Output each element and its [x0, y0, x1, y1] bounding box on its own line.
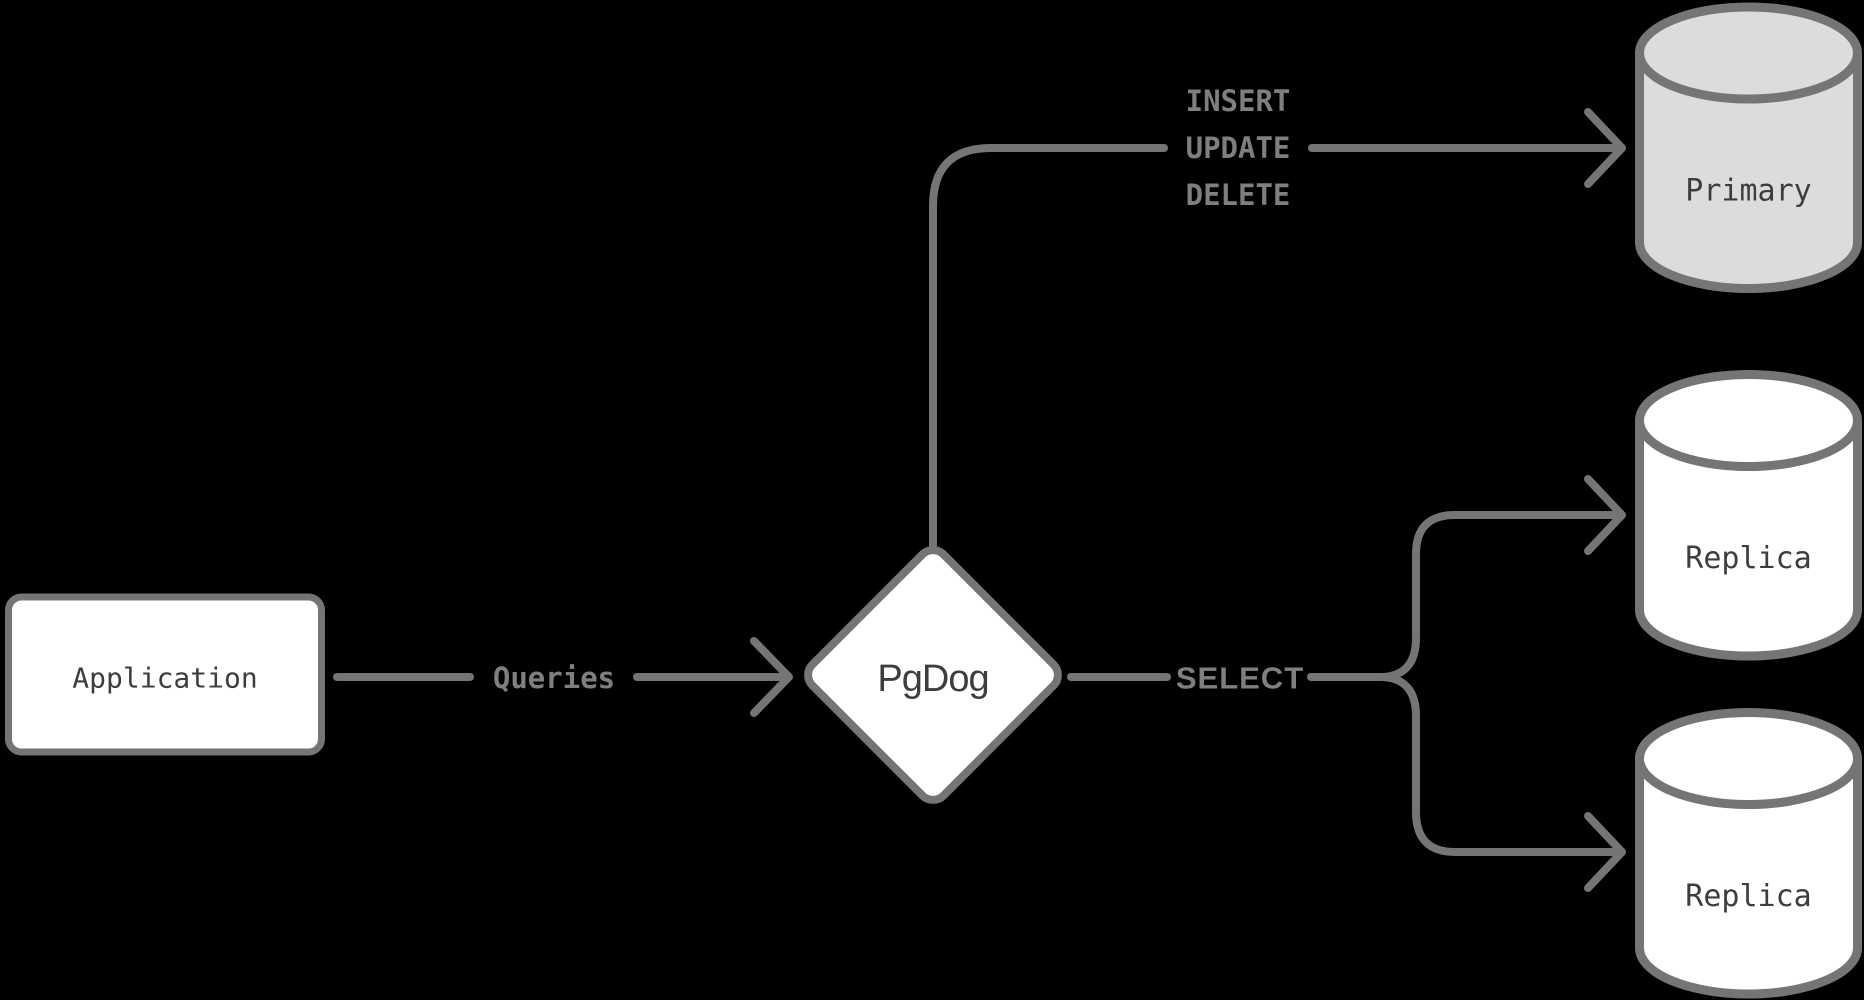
replica-cylinder-rim: [1635, 420, 1862, 471]
arrowhead-icon: [1584, 108, 1626, 188]
replica-top-label: Replica: [1685, 541, 1811, 576]
queries-edge: Queries: [333, 637, 793, 717]
write-edge: INSERT UPDATE DELETE: [929, 84, 1626, 550]
pgdog-label: PgDog: [877, 658, 988, 700]
select-label: SELECT: [1176, 661, 1304, 696]
application-label: Application: [72, 662, 257, 695]
arrowhead-icon: [1584, 475, 1626, 555]
pgdog-node: PgDog: [804, 546, 1062, 804]
replica-cylinder-rim: [1635, 758, 1862, 809]
replica-top-node: Replica: [1635, 370, 1862, 661]
replica-cylinder: [1635, 370, 1862, 661]
primary-node: Primary: [1635, 2, 1862, 293]
write-line-up: [929, 144, 1168, 550]
primary-cylinder-rim: [1635, 52, 1862, 104]
application-box: [5, 593, 325, 756]
replica-bottom-node: Replica: [1635, 708, 1862, 999]
primary-cylinder: [1635, 2, 1862, 293]
pgdog-diamond: [804, 546, 1062, 804]
select-fork-down: [1379, 673, 1618, 856]
write-label-update: UPDATE: [1186, 131, 1291, 165]
queries-label: Queries: [493, 661, 615, 695]
write-label-insert: INSERT: [1186, 84, 1291, 118]
arrowhead-icon: [1584, 812, 1626, 892]
select-edge: SELECT: [1067, 475, 1626, 892]
primary-label: Primary: [1685, 174, 1811, 209]
select-fork-up: [1379, 511, 1618, 681]
arrowhead-icon: [750, 637, 793, 717]
application-node: Application: [5, 593, 325, 756]
replica-bottom-label: Replica: [1685, 879, 1811, 914]
write-label-delete: DELETE: [1186, 178, 1291, 212]
replica-cylinder: [1635, 708, 1862, 999]
